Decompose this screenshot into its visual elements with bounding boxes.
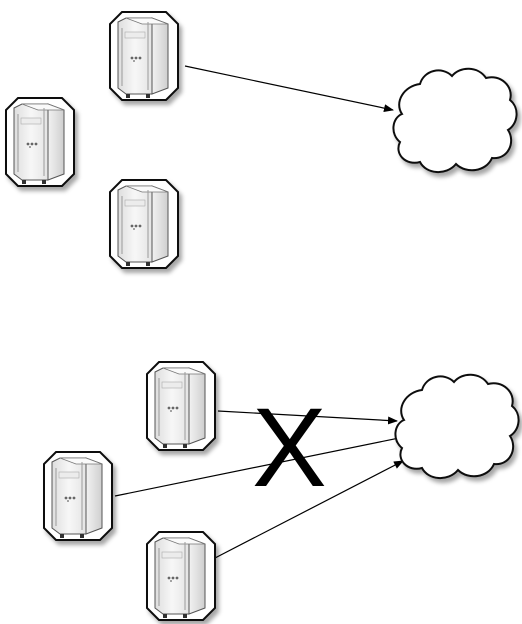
connection-line (214, 460, 404, 559)
connection-line (184, 65, 394, 113)
server-icon (146, 531, 216, 621)
server-icon (43, 451, 113, 541)
cloud-icon (394, 373, 520, 480)
server-icon (146, 361, 216, 451)
bottom-panel (43, 361, 520, 621)
cross-mark: X (252, 385, 327, 510)
server-icon (5, 97, 75, 187)
connection-line (114, 434, 405, 497)
server-icon (109, 179, 179, 269)
cloud-icon (392, 67, 518, 174)
connection-line (217, 410, 398, 425)
top-panel (5, 11, 518, 269)
server-icon (109, 11, 179, 101)
